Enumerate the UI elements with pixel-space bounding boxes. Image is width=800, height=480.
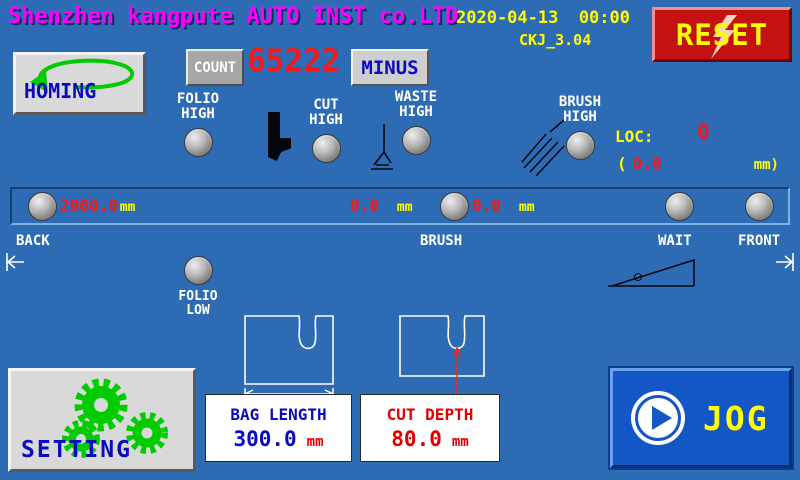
track-dot-wait (665, 192, 694, 221)
brush-position-unit: mm (396, 200, 413, 215)
bag-length-title: BAG LENGTH (230, 405, 327, 424)
loc-value: 0 (697, 120, 710, 144)
firmware-version: CKJ_3.04 (519, 31, 592, 49)
homing-button[interactable]: HOMING (13, 52, 146, 115)
folio-low-group: FOLIO LOW (170, 256, 226, 319)
datetime-display: 2020-04-13 00:00 (456, 8, 630, 28)
brush-high-label: BRUSH HIGH (558, 94, 602, 126)
back-position-value: 2000.0 (60, 196, 118, 215)
bag-length-input[interactable]: BAG LENGTH 300.0 mm (205, 394, 352, 462)
track-value-wait: 0.0 mm (472, 196, 535, 215)
track-label-wait: WAIT (658, 233, 692, 249)
bag-length-value: 300.0 (233, 427, 297, 451)
track-value-back: 2000.0 mm (60, 196, 135, 215)
ramp-icon (606, 254, 696, 294)
jog-label: JOG (703, 398, 769, 438)
bag-length-unit: mm (306, 434, 324, 450)
position-track: 2000.0 mm 0.0 mm 0.0 mm (10, 187, 790, 225)
loc-label: LOC: (615, 127, 654, 146)
brush-position-value: 0.0 (350, 196, 379, 215)
lightning-icon (711, 15, 737, 63)
setting-button[interactable]: SETTING (8, 368, 196, 472)
cut-depth-diagram (398, 314, 486, 402)
brush-high-group: BRUSH HIGH (550, 94, 610, 160)
cut-high-group: CUT HIGH (296, 97, 356, 163)
folio-low-lamp[interactable] (183, 256, 213, 285)
track-label-brush: BRUSH (420, 233, 463, 249)
loc-offset-value: 0.0 (632, 154, 662, 173)
folio-high-group: FOLIO HIGH (168, 91, 228, 157)
count-button[interactable]: COUNT (186, 49, 244, 86)
waste-scraper-icon (366, 124, 396, 184)
back-position-unit: mm (119, 200, 136, 215)
track-label-front: FRONT (738, 233, 781, 249)
loc-paren-open: ( (617, 154, 627, 173)
track-value-brush: 0.0 mm (350, 196, 413, 215)
play-icon (629, 389, 687, 447)
cut-depth-value: 80.0 (391, 427, 442, 451)
setting-label: SETTING (21, 437, 132, 463)
cut-depth-input[interactable]: CUT DEPTH 80.0 mm (360, 394, 500, 462)
track-dot-front (745, 192, 774, 221)
folio-low-label: FOLIO LOW (178, 289, 218, 319)
brush-high-lamp[interactable] (565, 130, 595, 160)
folio-high-lamp[interactable] (183, 127, 213, 157)
waste-high-lamp[interactable] (401, 125, 431, 155)
wait-position-unit: mm (518, 200, 535, 215)
track-label-back: BACK (16, 233, 50, 249)
right-end-stop-icon (774, 251, 796, 277)
reset-label: RESET (675, 17, 769, 52)
waste-high-group: WASTE HIGH (386, 89, 446, 155)
track-dot-back (28, 192, 57, 221)
cut-high-lamp[interactable] (311, 133, 341, 163)
cut-depth-unit: mm (451, 434, 469, 450)
reset-button[interactable]: RESET (652, 7, 792, 62)
brush-icon (520, 118, 566, 182)
cut-high-label: CUT HIGH (309, 97, 343, 129)
waste-high-label: WASTE HIGH (394, 89, 438, 121)
folio-high-label: FOLIO HIGH (176, 91, 220, 123)
homing-label: HOMING (24, 79, 97, 103)
gears-icon (23, 373, 193, 469)
jog-button[interactable]: JOG (610, 368, 792, 468)
cutter-icon (262, 112, 296, 170)
cut-depth-title: CUT DEPTH (386, 405, 474, 424)
loc-offset-row: ( 0.0 mm) (617, 154, 779, 173)
track-dot-brush (440, 192, 469, 221)
homing-arrow-icon (18, 55, 142, 101)
count-value: 65222 (247, 43, 341, 79)
bag-shape-diagram (243, 314, 335, 390)
minus-button[interactable]: MINUS (351, 49, 429, 86)
left-end-stop-icon (4, 251, 26, 277)
loc-offset-unit: mm) (753, 157, 779, 173)
wait-position-value: 0.0 (472, 196, 501, 215)
company-title: Shenzhen kangpute AUTO INST co.LTD (8, 4, 459, 29)
